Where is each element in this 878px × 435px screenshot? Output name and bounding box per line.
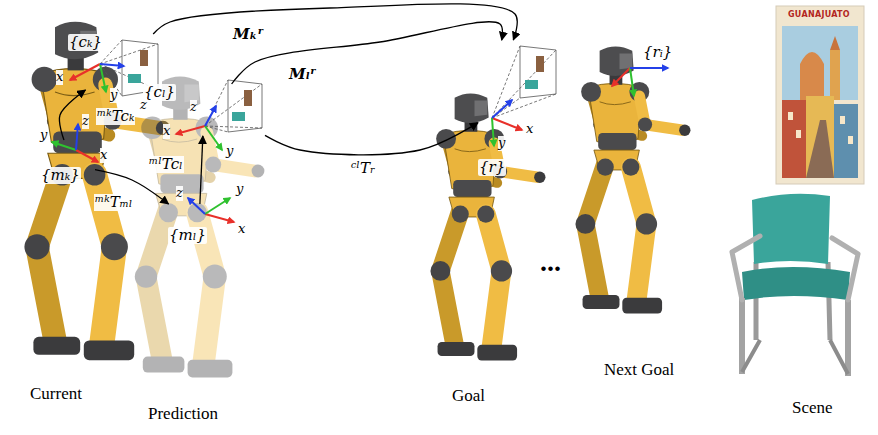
frame-name: {mₖ}: [40, 167, 81, 184]
frame-label-box: {mₗ}: [168, 204, 230, 244]
frame-name: {rᵢ}: [642, 44, 673, 61]
frame-name: {cₗ}: [143, 84, 176, 101]
axis-label: z: [176, 186, 183, 201]
transform-label: Mₗʳ: [288, 66, 317, 83]
poster: [776, 6, 864, 184]
frame-label-box: {cₖ}: [68, 34, 160, 90]
axis-label: x: [163, 124, 170, 139]
transform-arrow: [265, 123, 478, 155]
ellipsis: ...: [540, 246, 561, 278]
frame-label-box: {r}: [478, 40, 540, 176]
transform-label: ᵐᵏTcₖ: [96, 108, 135, 125]
camera-frustum: [492, 46, 556, 118]
pose-caption: Next Goal: [604, 360, 674, 380]
axis-label: x: [100, 148, 107, 163]
transform-label: ᶜˡTᵣ: [350, 160, 376, 177]
axis-label: x: [238, 222, 245, 237]
transform-label: ᵐᵏTₘₗ: [94, 194, 134, 211]
axis-label: z: [140, 98, 147, 113]
frame-label-box: {mₖ}: [40, 140, 95, 184]
armchair: [732, 194, 858, 376]
poster-title: GUANAJUATO: [788, 10, 850, 19]
axis-label: z: [82, 114, 89, 129]
scene-caption: Scene: [792, 398, 833, 418]
frame-name: {mₗ}: [168, 227, 207, 244]
pose-caption: Goal: [452, 386, 485, 406]
axis-label: y: [498, 136, 505, 151]
transform-arrow: [200, 136, 203, 204]
frame-label-box: {cₗ}: [143, 84, 265, 136]
axis-label: y: [236, 182, 243, 197]
robot-next-goal: [575, 46, 690, 313]
frame-name: {r}: [478, 159, 506, 176]
transform-arrow: [153, 4, 517, 40]
axis-label: x: [526, 122, 533, 137]
frame-label-box: {rᵢ}: [642, 44, 678, 64]
transform-label: Mₖʳ: [232, 26, 265, 43]
pose-caption: Current: [30, 384, 82, 404]
transform-label: ᵐˡTcₗ: [148, 156, 184, 173]
axis-label: z: [190, 100, 197, 115]
pose-caption: Prediction: [148, 404, 218, 424]
axis-label: y: [110, 88, 117, 103]
axis-label: y: [226, 144, 233, 159]
camera-frustum: [205, 80, 262, 132]
axis-label: x: [56, 70, 63, 85]
coordinate-axes: [52, 64, 668, 222]
frame-name: {cₖ}: [68, 34, 103, 51]
transform-arrow: [232, 22, 503, 84]
robot-goal: [430, 93, 545, 360]
axis-label: y: [40, 128, 47, 143]
robot-prediction: [135, 77, 265, 378]
